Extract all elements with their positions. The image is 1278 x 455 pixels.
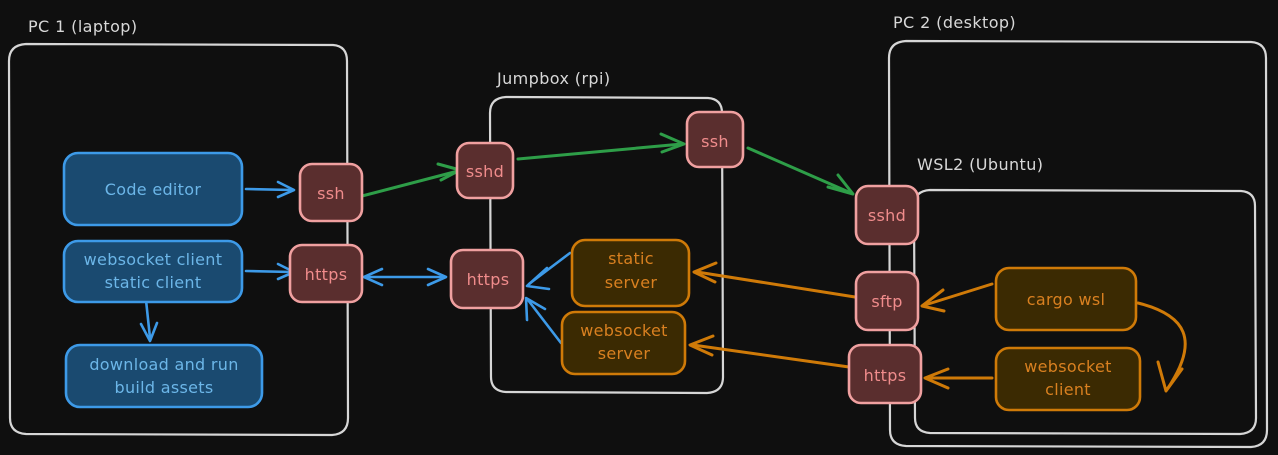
group-pc1-label: PC 1 (laptop) <box>28 17 137 36</box>
node-wsl2-websocket-client-label-2: client <box>1045 380 1091 399</box>
node-pc1-ws-static-label-2: static client <box>105 273 202 292</box>
node-wsl2-cargo-wsl-label: cargo wsl <box>1027 290 1106 309</box>
node-jumpbox-https-box[interactable] <box>449 248 525 310</box>
node-jumpbox-sshd-box[interactable] <box>455 141 515 200</box>
node-wsl2-cargo-wsl[interactable]: cargo wsl <box>994 266 1138 332</box>
node-pc2-sftp[interactable]: sftp <box>854 270 920 332</box>
node-pc1-ssh-label: ssh <box>317 184 345 203</box>
node-pc1-ssh-box[interactable] <box>298 162 364 223</box>
node-jumpbox-https-label: https <box>467 270 510 289</box>
node-pc2-https-box[interactable] <box>847 343 923 405</box>
edge-static-srv-to-https <box>525 251 572 291</box>
node-jumpbox-ssh-label: ssh <box>701 132 729 151</box>
node-pc1-ssh[interactable]: ssh <box>298 162 364 223</box>
group-pc1: PC 1 (laptop) <box>7 17 350 437</box>
node-jumpbox-static-server-box[interactable] <box>570 238 691 308</box>
node-pc1-ws-static[interactable]: websocket client static client <box>62 239 244 304</box>
node-jumpbox-websocket-server-label-2: server <box>598 344 651 363</box>
node-pc1-https-box[interactable] <box>288 243 364 304</box>
edge-jumpbox-ssh-to-pc2-sshd <box>746 146 855 196</box>
node-wsl2-websocket-client-label-1: websocket <box>1024 357 1112 376</box>
node-jumpbox-static-server-label-1: static <box>608 249 654 268</box>
group-pc1-border <box>7 42 350 437</box>
edge-clients-to-build <box>139 298 159 343</box>
node-pc2-sshd[interactable]: sshd <box>854 184 920 246</box>
group-jumpbox-border <box>488 95 725 395</box>
node-pc2-https[interactable]: https <box>847 343 923 405</box>
node-pc1-build-assets-label-2: build assets <box>115 378 214 397</box>
node-pc1-build-assets-box[interactable] <box>64 343 264 409</box>
node-wsl2-cargo-wsl-box[interactable] <box>994 266 1138 332</box>
node-jumpbox-websocket-server[interactable]: websocket server <box>560 310 687 376</box>
node-jumpbox-websocket-server-box[interactable] <box>560 310 687 376</box>
node-jumpbox-static-server[interactable]: static server <box>570 238 691 308</box>
node-jumpbox-static-server-label-2: server <box>605 273 658 292</box>
edge-sshd-to-jumpbox-ssh <box>516 132 686 161</box>
edge-pc2-https-to-ws-srv <box>688 334 851 369</box>
edge-cargo-wsl-to-sftp <box>920 282 994 313</box>
group-pc2-border <box>887 39 1269 449</box>
node-pc1-build-assets[interactable]: download and run build assets <box>64 343 264 409</box>
node-jumpbox-https[interactable]: https <box>449 248 525 310</box>
edge-ws-client-to-https <box>923 367 994 390</box>
node-jumpbox-sshd[interactable]: sshd <box>455 141 515 200</box>
node-pc1-code-editor-box[interactable] <box>62 151 244 227</box>
node-jumpbox-ssh-box[interactable] <box>685 110 745 169</box>
node-pc1-code-editor[interactable]: Code editor <box>62 151 244 227</box>
edge-ssh-to-sshd <box>360 162 462 198</box>
node-pc1-https-label: https <box>305 265 348 284</box>
node-pc1-ws-static-label-1: websocket client <box>84 250 223 269</box>
node-pc2-sshd-box[interactable] <box>854 184 920 246</box>
node-wsl2-websocket-client-box[interactable] <box>994 346 1142 412</box>
node-jumpbox-ssh[interactable]: ssh <box>685 110 745 169</box>
group-pc2-label: PC 2 (desktop) <box>893 13 1016 32</box>
node-pc1-ws-static-box[interactable] <box>62 239 244 304</box>
node-pc1-build-assets-label-1: download and run <box>89 355 238 374</box>
node-pc1-https[interactable]: https <box>288 243 364 304</box>
edge-ws-srv-to-https <box>524 296 563 345</box>
node-pc2-sshd-label: sshd <box>868 206 906 225</box>
node-pc2-sftp-box[interactable] <box>854 270 920 332</box>
group-jumpbox: Jumpbox (rpi) <box>488 69 725 395</box>
group-pc2: PC 2 (desktop) <box>887 13 1269 449</box>
node-wsl2-websocket-client[interactable]: websocket client <box>994 346 1142 412</box>
edge-code-editor-to-ssh <box>244 180 296 199</box>
edge-cargo-wsl-to-ws-client <box>1136 301 1187 393</box>
node-pc2-https-label: https <box>864 366 907 385</box>
node-pc2-sftp-label: sftp <box>871 292 902 311</box>
group-jumpbox-label: Jumpbox (rpi) <box>496 69 610 88</box>
edge-clients-to-https <box>244 262 296 281</box>
group-wsl2-label: WSL2 (Ubuntu) <box>917 155 1043 174</box>
edge-sftp-to-static-srv <box>692 261 857 299</box>
node-pc1-code-editor-label: Code editor <box>105 180 202 199</box>
node-jumpbox-websocket-server-label-1: websocket <box>580 321 668 340</box>
node-jumpbox-sshd-label: sshd <box>466 162 504 181</box>
edge-https-to-https <box>362 267 448 287</box>
